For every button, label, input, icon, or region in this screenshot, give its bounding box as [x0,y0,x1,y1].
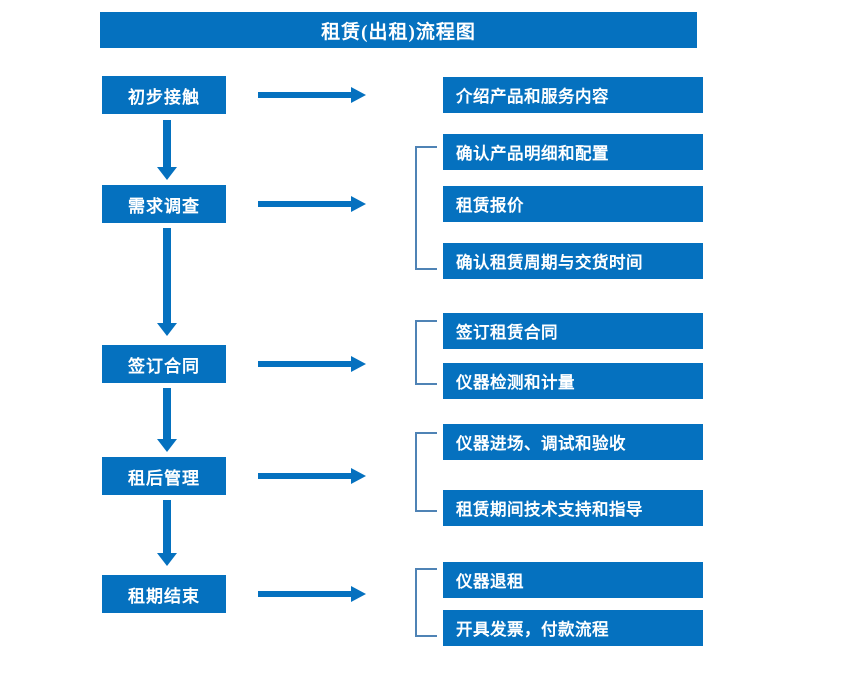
bracket-sign-contract [415,320,437,385]
detail-box-sign-rental-contract[interactable]: 签订租赁合同 [443,313,703,349]
arrow-right-initial-contact [258,87,366,103]
arrow-head [157,553,177,566]
detail-box-instrument-return[interactable]: 仪器退租 [443,562,703,598]
arrow-head [157,439,177,452]
arrow-head [157,167,177,180]
stage-box-initial-contact[interactable]: 初步接触 [102,76,226,114]
arrow-head [351,468,366,484]
arrow-right-post-rental-management [258,468,366,484]
arrow-shaft [258,361,353,367]
arrow-head [351,586,366,602]
detail-box-instrument-inspection[interactable]: 仪器检测和计量 [443,363,703,399]
detail-box-confirm-product-details[interactable]: 确认产品明细和配置 [443,134,703,170]
arrow-right-demand-survey [258,196,366,212]
detail-box-rental-quote[interactable]: 租赁报价 [443,186,703,222]
stage-box-demand-survey[interactable]: 需求调查 [102,185,226,223]
detail-box-technical-support[interactable]: 租赁期间技术支持和指导 [443,490,703,526]
bracket-lease-end [415,568,437,637]
arrow-head [351,356,366,372]
bracket-post-rental-management [415,432,437,512]
arrow-shaft [258,591,353,597]
arrow-head [351,196,366,212]
flowchart-title: 租赁(出租)流程图 [100,12,697,48]
arrow-shaft [163,500,171,554]
detail-box-invoice-payment[interactable]: 开具发票，付款流程 [443,610,703,646]
arrow-down-contact-to-survey [157,120,177,180]
stage-box-sign-contract[interactable]: 签订合同 [102,345,226,383]
arrow-shaft [258,473,353,479]
arrow-down-contract-to-management [157,388,177,452]
arrow-head [157,323,177,336]
arrow-shaft [163,228,171,324]
arrow-down-management-to-lease-end [157,500,177,566]
arrow-right-sign-contract [258,356,366,372]
arrow-shaft [163,120,171,168]
arrow-shaft [258,201,353,207]
stage-box-post-rental-management[interactable]: 租后管理 [102,457,226,495]
arrow-shaft [163,388,171,440]
detail-box-instrument-entry-commissioning[interactable]: 仪器进场、调试和验收 [443,424,703,460]
arrow-shaft [258,92,353,98]
detail-box-intro-products-services[interactable]: 介绍产品和服务内容 [443,77,703,113]
bracket-demand-survey [415,146,437,270]
arrow-down-survey-to-contract [157,228,177,336]
arrow-right-lease-end [258,586,366,602]
detail-box-confirm-period-delivery[interactable]: 确认租赁周期与交货时间 [443,243,703,279]
arrow-head [351,87,366,103]
stage-box-lease-end[interactable]: 租期结束 [102,575,226,613]
